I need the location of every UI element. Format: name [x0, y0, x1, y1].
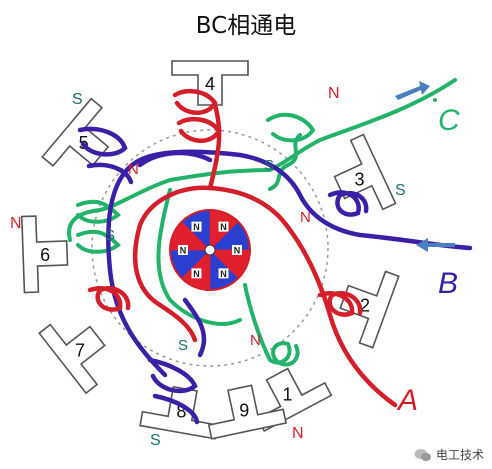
current-arrow-b — [416, 238, 455, 252]
rotor-pole-label: N — [193, 269, 200, 279]
inner-pole-label: N — [300, 209, 311, 226]
stator-tooth — [171, 60, 249, 106]
tooth-number-label: 3 — [355, 169, 365, 189]
outer-pole-markers: S N S N S N — [10, 85, 406, 449]
rotor-pole-label: N — [220, 269, 227, 279]
inner-pole-label: S — [105, 227, 115, 244]
stator-tooth — [339, 270, 400, 349]
rotor: N N N N N N — [169, 209, 251, 291]
rotor-label-box — [232, 245, 242, 255]
inner-pole-label: N — [250, 332, 261, 349]
rotor-pole-label: N — [193, 222, 200, 232]
outer-pole-label: S — [150, 432, 161, 449]
watermark: 电工技术 — [414, 446, 484, 463]
phase-b-label: B — [438, 267, 458, 300]
tooth-number-label: 7 — [75, 341, 85, 361]
rotor-pole-label: N — [234, 246, 241, 256]
outer-pole-label: S — [72, 91, 83, 108]
phase-a-winding — [87, 88, 398, 408]
stator-tooth — [38, 323, 106, 395]
tooth-number-label: 8 — [176, 401, 186, 421]
phase-c-label: C — [438, 104, 460, 137]
inner-pole-label: N — [128, 161, 139, 178]
rotor-pole-label: N — [180, 246, 187, 256]
wechat-icon — [414, 448, 432, 462]
inner-pole-markers: S N S N S N — [105, 157, 311, 354]
outer-pole-label: N — [10, 215, 22, 232]
rotor-pole-label: N — [220, 222, 227, 232]
tooth-number-label: 1 — [282, 385, 292, 405]
outer-pole-label: N — [328, 85, 340, 102]
stator-tooth — [20, 215, 69, 294]
phase-c-winding — [67, 78, 457, 367]
tooth-number-label: 4 — [205, 74, 215, 94]
inner-pole-label: S — [264, 157, 274, 174]
tooth-number-label: 2 — [360, 295, 370, 315]
stator-inner-circle — [91, 129, 329, 367]
stator-tooth — [139, 385, 219, 440]
rotor-label-box — [218, 221, 229, 232]
inner-pole-label: S — [178, 337, 188, 354]
stator-tooth — [333, 133, 397, 211]
stator-tooth — [207, 384, 287, 440]
diagram-title: BC相通电 — [195, 13, 297, 39]
tooth-number-label: 6 — [40, 245, 50, 265]
rotor-label-box — [191, 268, 202, 279]
tooth-number-label: 9 — [239, 400, 249, 420]
outer-pole-label: S — [395, 182, 406, 199]
phase-a-label: A — [396, 384, 418, 417]
outer-pole-label: N — [292, 425, 304, 442]
current-arrow-c — [395, 81, 430, 100]
watermark-text: 电工技术 — [435, 448, 484, 462]
rotor-shaft — [204, 244, 216, 256]
rotor-label-box — [218, 268, 229, 279]
rotor-label-box — [178, 245, 188, 255]
rotor-rim — [169, 209, 251, 291]
rotor-label-box — [191, 221, 202, 232]
